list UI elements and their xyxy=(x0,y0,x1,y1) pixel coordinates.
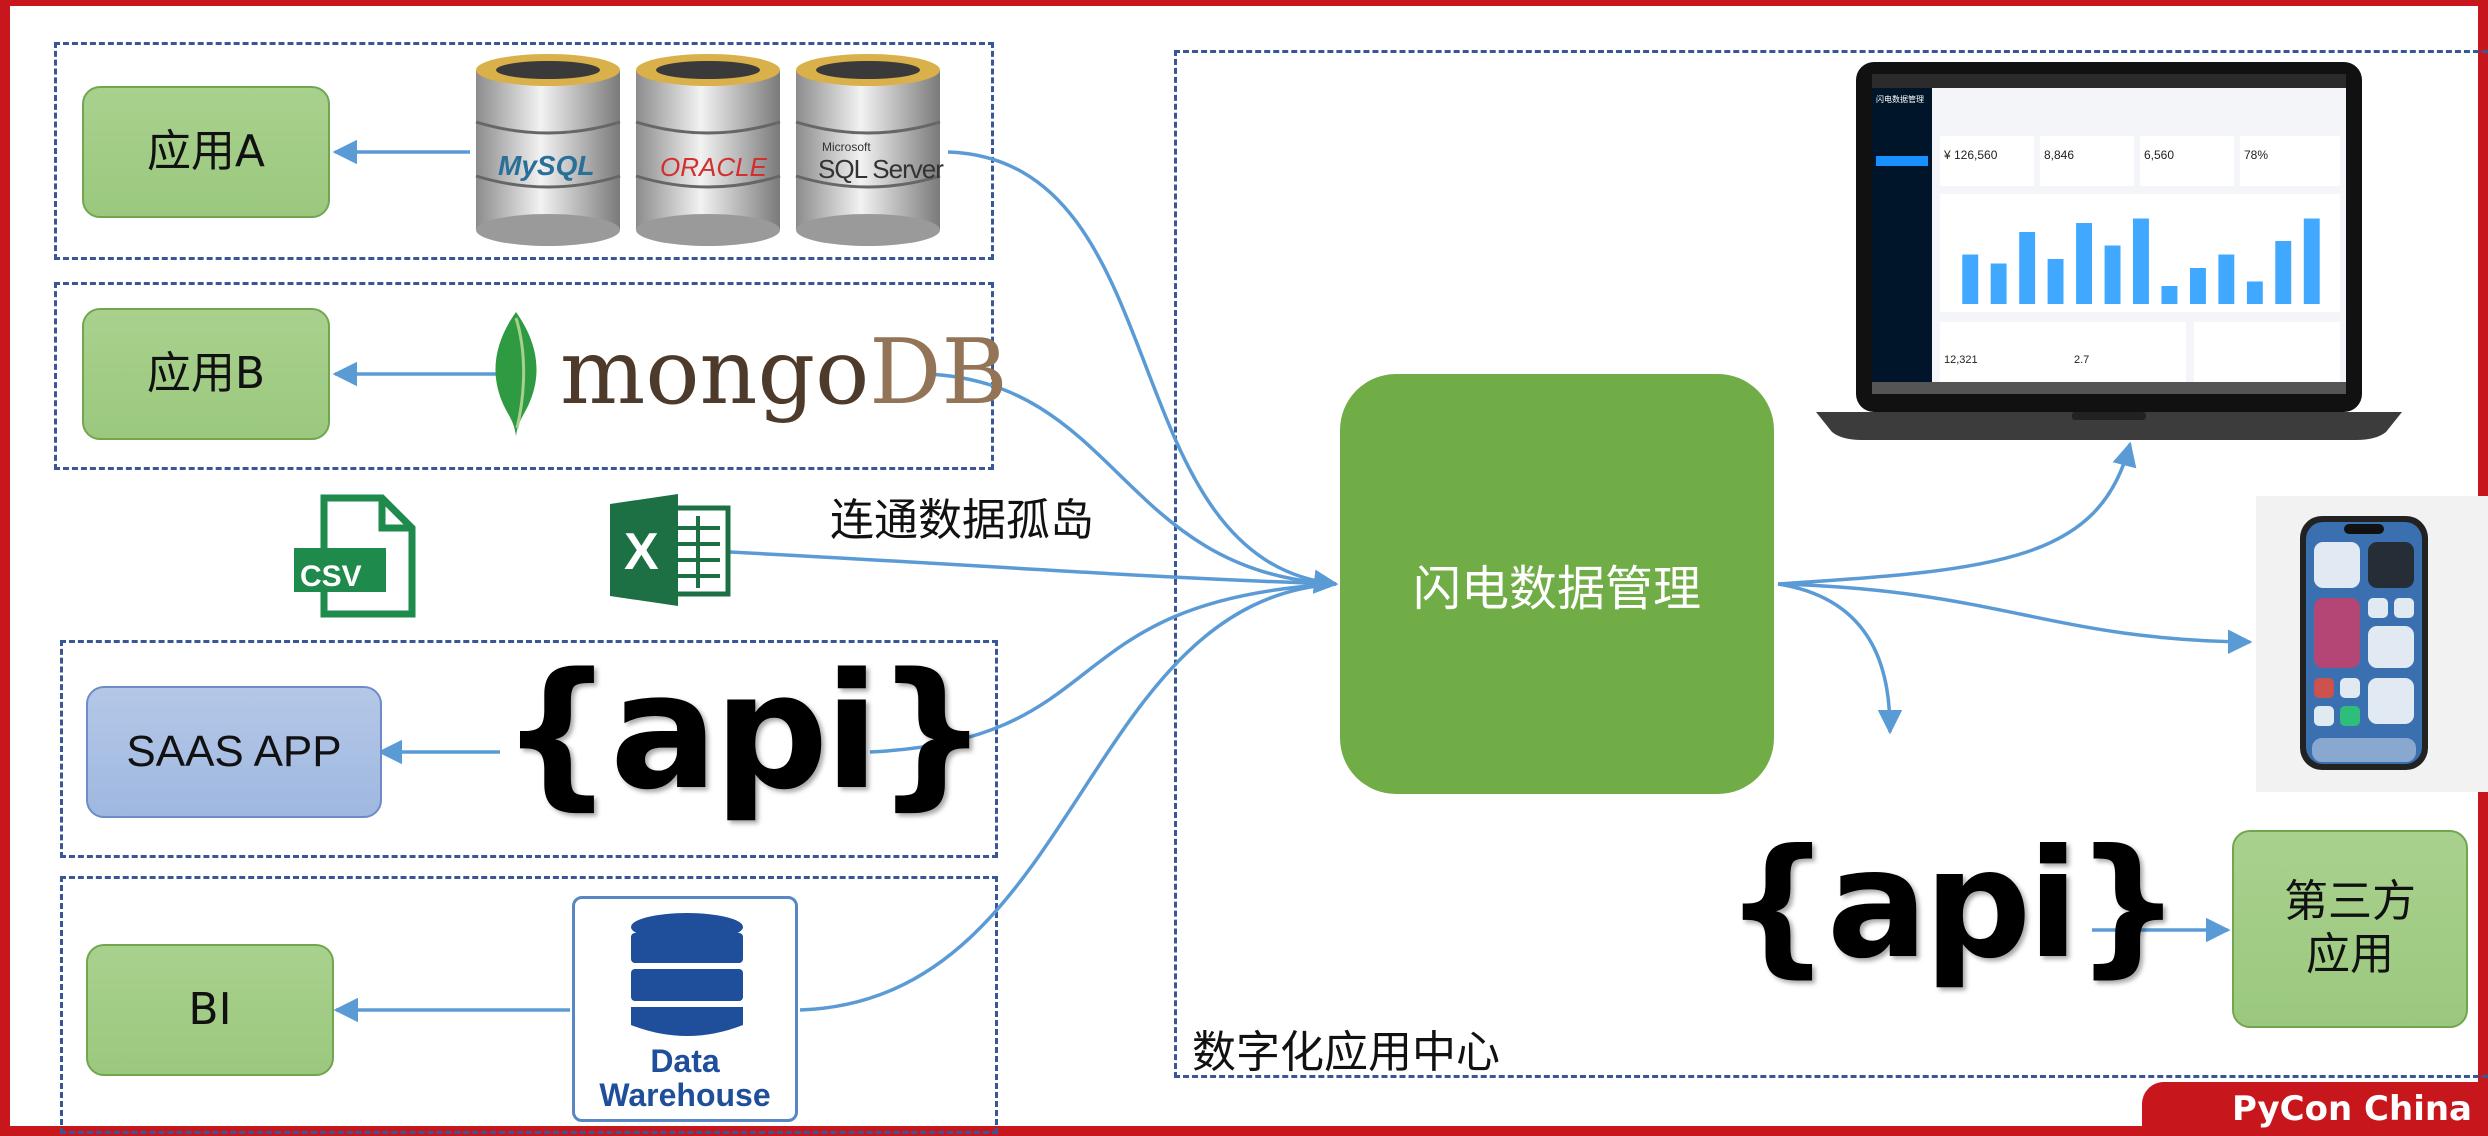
third-party-label: 第三方 应用 xyxy=(2284,876,2416,980)
lightning-data-management-box: 闪电数据管理 xyxy=(1340,374,1774,794)
flow-api xyxy=(869,582,1337,754)
flow-to-phone xyxy=(1777,582,2253,655)
laptop-chart-bars xyxy=(1962,218,2320,304)
laptop-chart-bar xyxy=(2047,259,2064,304)
sqlserver-icon xyxy=(795,54,941,246)
warehouse-label-line2: Warehouse xyxy=(599,1077,771,1113)
group-warehouse xyxy=(60,876,998,1134)
laptop-header-text: 闪电数据管理 xyxy=(1876,95,1924,104)
laptop-chart-bar xyxy=(2133,218,2149,304)
laptop-kpi-4: 78% xyxy=(2244,148,2269,162)
laptop-chart-bar xyxy=(2190,268,2206,304)
bi-label: BI xyxy=(188,983,232,1035)
laptop-chart-bar xyxy=(2275,241,2292,304)
laptop-kpi-3: 6,560 xyxy=(2144,148,2175,162)
group-api xyxy=(60,640,998,858)
laptop-chart-bar xyxy=(2161,286,2178,304)
laptop-chart-bar xyxy=(1962,254,1979,304)
app-a-label: 应用A xyxy=(146,125,266,177)
app-a-box: 应用A xyxy=(82,86,330,218)
bi-box: BI xyxy=(86,944,334,1076)
laptop-footer-value-2: 2.7 xyxy=(2074,354,2090,366)
data-warehouse-card: Data Warehouse xyxy=(572,896,798,1122)
mongodb-leaf-icon xyxy=(495,312,537,436)
mysql-icon xyxy=(475,54,621,246)
oracle-text: ORACLE xyxy=(660,152,767,182)
csv-file-icon xyxy=(294,494,416,618)
group-relational-db xyxy=(54,42,994,260)
mongodb-mongo-text: mongo xyxy=(560,320,870,425)
pycon-china-badge: PyCon China xyxy=(2142,1082,2488,1136)
smartphone-icon xyxy=(2300,516,2428,770)
mongodb-logo-text: mongoDB xyxy=(560,320,1008,425)
group-mongodb xyxy=(54,282,994,470)
connect-islands-label: 连通数据孤岛 xyxy=(830,495,1094,546)
warehouse-db-icon xyxy=(631,913,743,1036)
sqlserver-text: SQL Server xyxy=(818,154,944,184)
digital-center-label: 数字化应用中心 xyxy=(1192,1027,1500,1078)
laptop-kpi-2: 8,846 xyxy=(2044,148,2075,162)
laptop-footer-value-1: 12,321 xyxy=(1944,354,1978,366)
oracle-icon xyxy=(635,54,781,246)
laptop-chart-bar xyxy=(2303,218,2320,304)
flow-excel xyxy=(729,550,1337,586)
third-party-box: 第三方 应用 xyxy=(2232,830,2468,1028)
mongodb-db-text: DB xyxy=(869,320,1008,425)
laptop-chart-bar xyxy=(2019,232,2036,304)
flow-to-laptop xyxy=(1777,441,2137,586)
laptop-chart-bar xyxy=(2076,223,2092,304)
sqlserver-small-text: Microsoft xyxy=(822,140,871,154)
pycon-badge-label: PyCon China xyxy=(2231,1089,2472,1129)
laptop-icon xyxy=(1816,62,2402,440)
flow-to-api xyxy=(1777,582,1903,735)
saas-app-box: SAAS APP xyxy=(86,686,382,818)
mysql-text: MySQL xyxy=(498,150,595,181)
flow-warehouse xyxy=(799,582,1337,1012)
excel-icon xyxy=(610,494,731,606)
app-b-label: 应用B xyxy=(146,347,266,399)
saas-app-label: SAAS APP xyxy=(126,727,342,776)
app-b-box: 应用B xyxy=(82,308,330,440)
laptop-chart-bar xyxy=(2104,245,2121,304)
group-digital-center xyxy=(1174,50,2488,1078)
relational-db-icons xyxy=(475,54,941,246)
laptop-chart-bar xyxy=(2246,281,2263,304)
flow-mongodb xyxy=(927,372,1337,586)
laptop-chart-bar xyxy=(2218,254,2235,304)
center-label: 闪电数据管理 xyxy=(1412,561,1701,617)
excel-x-label: X xyxy=(624,523,659,581)
api-source-logo: {api} xyxy=(500,638,989,825)
api-output-logo: {api} xyxy=(1724,818,2182,992)
flow-sqlserver xyxy=(947,150,1339,594)
laptop-chart-bar xyxy=(1990,263,2007,304)
csv-label: CSV xyxy=(300,560,362,593)
warehouse-label-line1: Data xyxy=(650,1043,720,1079)
laptop-kpi-1: ¥ 126,560 xyxy=(1944,148,1998,162)
